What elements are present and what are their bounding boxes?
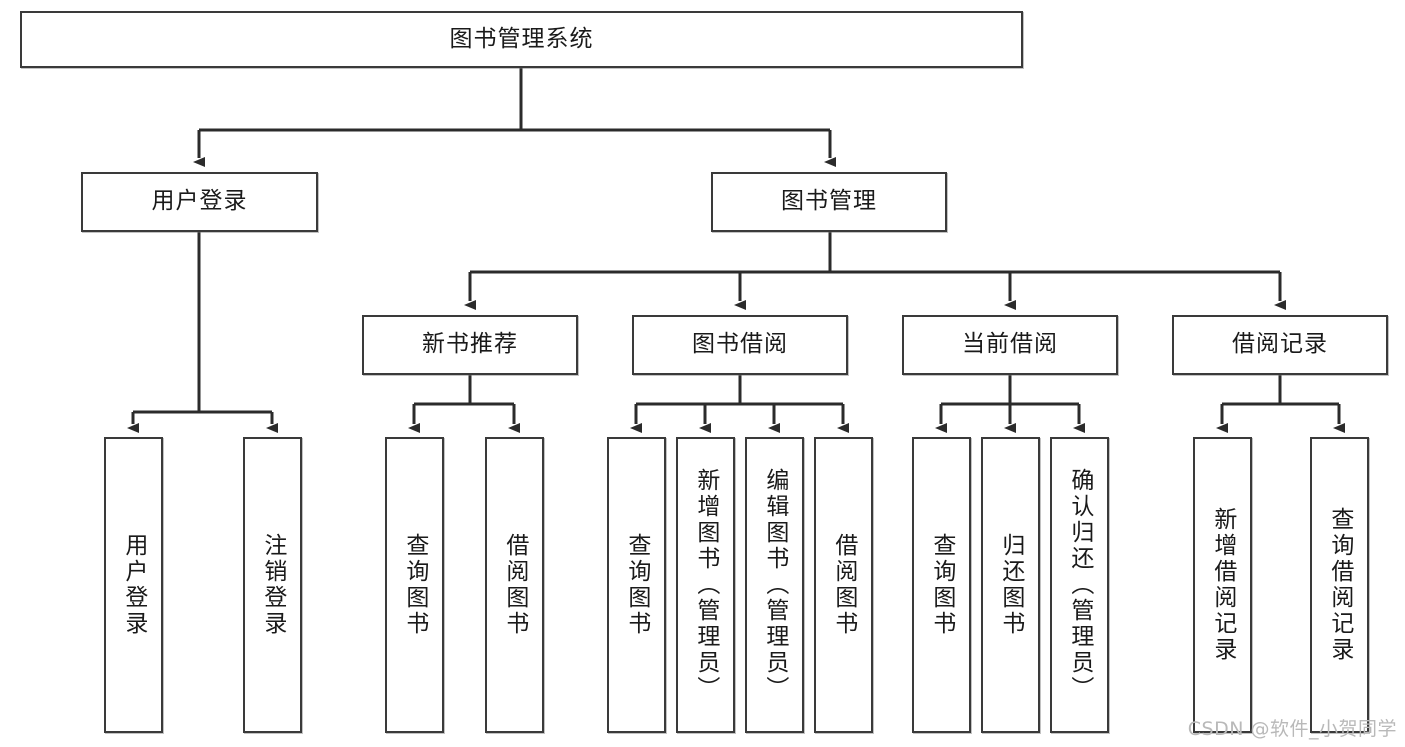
leaf-add-record-label: 新增借阅记录 <box>1209 507 1236 663</box>
node-borrow-record-label: 借阅记录 <box>1232 331 1328 358</box>
leaf-query-book-2[interactable]: 查询图书 <box>607 437 666 733</box>
leaf-add-record[interactable]: 新增借阅记录 <box>1193 437 1252 733</box>
leaf-edit-book-label: 编辑图书（管理员） <box>761 468 788 702</box>
node-book-manage-label: 图书管理 <box>781 188 877 215</box>
leaf-borrow-book-2[interactable]: 借阅图书 <box>814 437 873 733</box>
node-borrow-record[interactable]: 借阅记录 <box>1172 315 1388 375</box>
node-root-label: 图书管理系统 <box>449 25 594 52</box>
node-book-borrow-label: 图书借阅 <box>692 331 788 358</box>
leaf-borrow-book-1-label: 借阅图书 <box>501 533 528 637</box>
leaf-logout[interactable]: 注销登录 <box>243 437 302 733</box>
node-book-manage[interactable]: 图书管理 <box>711 172 947 232</box>
leaf-query-book-2-label: 查询图书 <box>623 533 650 637</box>
node-current-borrow-label: 当前借阅 <box>962 331 1058 358</box>
node-new-book-recommend[interactable]: 新书推荐 <box>362 315 578 375</box>
node-root[interactable]: 图书管理系统 <box>20 11 1023 68</box>
node-current-borrow[interactable]: 当前借阅 <box>902 315 1118 375</box>
leaf-borrow-book-2-label: 借阅图书 <box>830 533 857 637</box>
leaf-query-record-label: 查询借阅记录 <box>1326 507 1353 663</box>
leaf-user-login[interactable]: 用户登录 <box>104 437 163 733</box>
node-book-borrow[interactable]: 图书借阅 <box>632 315 848 375</box>
leaf-confirm-return[interactable]: 确认归还（管理员） <box>1050 437 1109 733</box>
leaf-edit-book[interactable]: 编辑图书（管理员） <box>745 437 804 733</box>
leaf-add-book-label: 新增图书（管理员） <box>692 468 719 702</box>
leaf-return-book-label: 归还图书 <box>997 533 1024 637</box>
leaf-query-record[interactable]: 查询借阅记录 <box>1310 437 1369 733</box>
node-new-book-recommend-label: 新书推荐 <box>422 331 518 358</box>
watermark: CSDN @软件_小贺同学 <box>1187 718 1397 740</box>
leaf-query-book-1[interactable]: 查询图书 <box>385 437 444 733</box>
leaf-logout-label: 注销登录 <box>259 533 286 637</box>
leaf-borrow-book-1[interactable]: 借阅图书 <box>485 437 544 733</box>
leaf-return-book[interactable]: 归还图书 <box>981 437 1040 733</box>
leaf-query-book-1-label: 查询图书 <box>401 533 428 637</box>
leaf-query-book-3-label: 查询图书 <box>928 533 955 637</box>
leaf-user-login-label: 用户登录 <box>120 533 147 637</box>
node-user-login[interactable]: 用户登录 <box>81 172 318 232</box>
leaf-add-book[interactable]: 新增图书（管理员） <box>676 437 735 733</box>
leaf-query-book-3[interactable]: 查询图书 <box>912 437 971 733</box>
node-user-login-label: 用户登录 <box>151 188 248 215</box>
leaf-confirm-return-label: 确认归还（管理员） <box>1066 468 1093 702</box>
